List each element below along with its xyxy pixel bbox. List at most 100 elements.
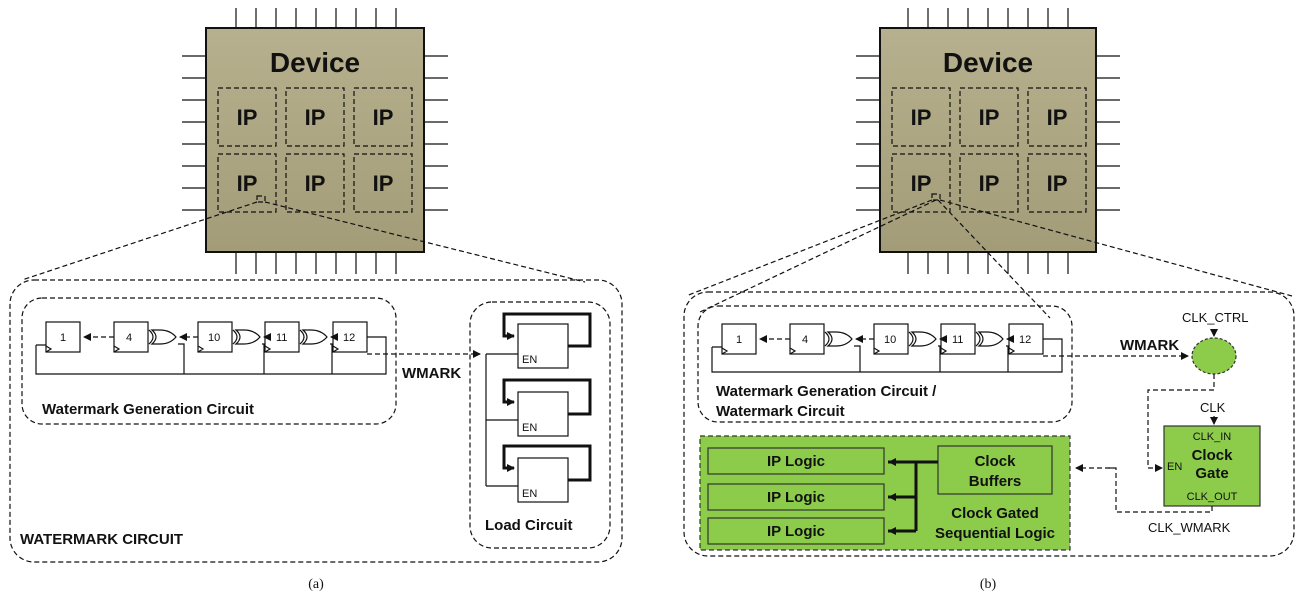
ip-block bbox=[285, 87, 345, 147]
ip-label: IP bbox=[911, 105, 932, 130]
wgc-label: Watermark Generation Circuit bbox=[42, 401, 254, 418]
stage-number: 11 bbox=[952, 334, 963, 346]
stage-number: 1 bbox=[736, 334, 742, 346]
device-body bbox=[879, 27, 1097, 253]
xor-gate bbox=[232, 329, 261, 345]
ip-logic-label: IP Logic bbox=[767, 453, 825, 470]
en-label: EN bbox=[522, 422, 537, 434]
ip-block bbox=[285, 153, 345, 213]
zoom-origin bbox=[256, 195, 266, 203]
flip-flop bbox=[721, 323, 757, 355]
ip-label: IP bbox=[911, 171, 932, 196]
clock-buffers-label: Buffers bbox=[969, 473, 1022, 490]
gated-logic-label: Clock Gated bbox=[951, 505, 1039, 522]
load-flop bbox=[517, 391, 569, 437]
wgc-label: Watermark Circuit bbox=[716, 403, 845, 420]
flip-flop bbox=[197, 321, 233, 353]
wmark-label: WMARK bbox=[402, 365, 461, 382]
ip-block bbox=[959, 153, 1019, 213]
panel-a: Device IP IP IP IP IP IP bbox=[9, 8, 623, 592]
clock-gate bbox=[1163, 425, 1261, 507]
flip-flop bbox=[1008, 323, 1044, 355]
ip-label: IP bbox=[305, 171, 326, 196]
ip-grid: IP IP IP IP IP IP bbox=[217, 87, 413, 213]
wmark-label: WMARK bbox=[1120, 337, 1179, 354]
en-label: EN bbox=[1167, 461, 1182, 473]
ip-label: IP bbox=[237, 105, 258, 130]
load-circuit-label: Load Circuit bbox=[485, 517, 573, 534]
clk-in-label: CLK_IN bbox=[1193, 431, 1232, 443]
en-label: EN bbox=[522, 354, 537, 366]
flip-flop bbox=[113, 321, 149, 353]
ip-grid: IP IP IP IP IP IP bbox=[891, 87, 1087, 213]
caption-a: (a) bbox=[308, 577, 324, 592]
clk-label: CLK bbox=[1200, 400, 1226, 415]
ip-logic-label: IP Logic bbox=[767, 489, 825, 506]
clk-path bbox=[1147, 374, 1215, 472]
zoom-lines bbox=[21, 201, 586, 283]
clock-buffers-label: Clock bbox=[975, 453, 1017, 470]
stage-number: 4 bbox=[802, 334, 808, 346]
flip-flop bbox=[789, 323, 825, 355]
load-flop bbox=[517, 457, 569, 503]
clk-ctrl-node bbox=[1191, 337, 1237, 375]
ip-block bbox=[353, 87, 413, 147]
clk-out-label: CLK_OUT bbox=[1187, 491, 1238, 503]
device-title: Device bbox=[270, 47, 360, 78]
chip-pins bbox=[856, 8, 1120, 274]
stage-number: 1 bbox=[60, 332, 66, 344]
zoom-lines bbox=[685, 199, 1293, 319]
xor-gate bbox=[148, 329, 177, 345]
wgc-label: Watermark Generation Circuit / bbox=[716, 383, 937, 400]
flip-flop bbox=[45, 321, 81, 353]
stage-number: 12 bbox=[1019, 334, 1031, 346]
ip-label: IP bbox=[1047, 105, 1068, 130]
ip-block bbox=[959, 87, 1019, 147]
clock-gate-label: Gate bbox=[1195, 465, 1228, 482]
ip-block bbox=[1027, 153, 1087, 213]
xor-gate bbox=[908, 331, 937, 347]
stage-number: 12 bbox=[343, 332, 355, 344]
clk-wmark-path bbox=[1075, 464, 1213, 513]
stage-number: 4 bbox=[126, 332, 132, 344]
device-chip: Device IP IP IP IP IP IP bbox=[182, 8, 448, 274]
stage-number: 11 bbox=[276, 332, 287, 344]
device-chip: Device IP IP IP IP IP IP bbox=[856, 8, 1120, 274]
ip-label: IP bbox=[979, 171, 1000, 196]
ip-label: IP bbox=[1047, 171, 1068, 196]
wgc-box bbox=[697, 305, 1073, 423]
ip-label: IP bbox=[305, 105, 326, 130]
chip-pins bbox=[182, 8, 448, 274]
stage-number: 10 bbox=[208, 332, 220, 344]
ip-zoom-box bbox=[683, 291, 1295, 557]
ip-logic-block bbox=[707, 447, 885, 475]
panel-b: Device IP IP IP IP IP IP bbox=[683, 8, 1295, 592]
watermark-circuit-box bbox=[9, 279, 623, 563]
load-circuit-box bbox=[469, 301, 611, 549]
ip-label: IP bbox=[373, 105, 394, 130]
clk-wmark-label: CLK_WMARK bbox=[1148, 520, 1231, 535]
ip-logic-label: IP Logic bbox=[767, 523, 825, 540]
ip-block bbox=[353, 153, 413, 213]
buffer-fanout bbox=[888, 460, 938, 533]
clock-gate-label: Clock bbox=[1192, 447, 1234, 464]
load-flop bbox=[517, 323, 569, 369]
stage-number: 10 bbox=[884, 334, 896, 346]
ip-block bbox=[891, 87, 951, 147]
ip-label: IP bbox=[373, 171, 394, 196]
xor-gate bbox=[824, 331, 853, 347]
clk-ctrl-label: CLK_CTRL bbox=[1182, 310, 1248, 325]
watermark-circuit-label: WATERMARK CIRCUIT bbox=[20, 531, 183, 548]
device-title: Device bbox=[943, 47, 1033, 78]
ip-block bbox=[217, 87, 277, 147]
ip-label: IP bbox=[979, 105, 1000, 130]
lfsr-chain: 1 4 10 11 12 bbox=[711, 323, 1063, 373]
ip-block bbox=[217, 153, 277, 213]
ip-logic-block bbox=[707, 517, 885, 545]
en-label: EN bbox=[522, 488, 537, 500]
wgc-box bbox=[21, 297, 397, 425]
caption-b: (b) bbox=[980, 577, 997, 592]
load-flops: EN EN EN bbox=[485, 312, 592, 503]
gated-logic-label: Sequential Logic bbox=[935, 525, 1055, 542]
